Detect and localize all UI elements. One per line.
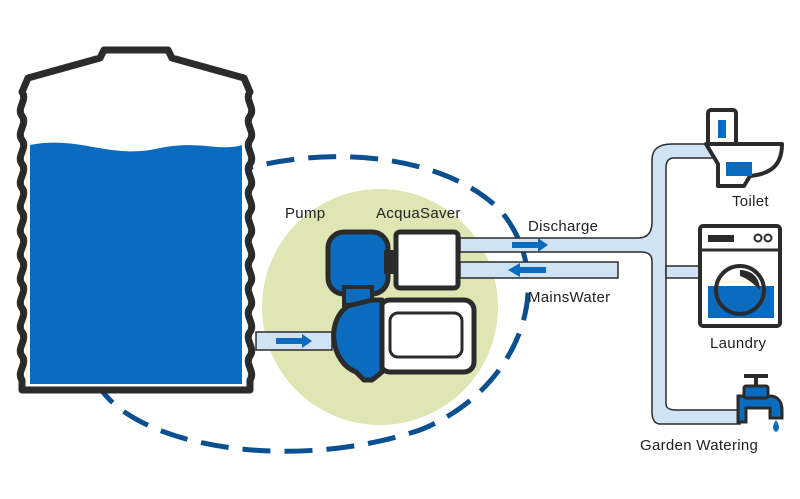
mains-water-pipe <box>459 261 619 279</box>
mains-arrow-icon <box>508 263 546 277</box>
tank-to-pump-pipe <box>255 331 333 351</box>
toilet-icon <box>704 108 784 188</box>
garden-watering-label: Garden Watering <box>640 437 759 454</box>
toilet-label: Toilet <box>732 193 769 210</box>
mains-water-label: MainsWater <box>528 289 611 306</box>
inflow-arrow-icon <box>276 334 312 348</box>
discharge-arrow-icon <box>512 238 548 252</box>
laundry-label: Laundry <box>710 335 767 352</box>
acquasaver-icon <box>384 229 461 291</box>
pump-icon <box>325 229 477 383</box>
water-tank-icon <box>16 46 256 394</box>
dashed-loop <box>78 154 531 454</box>
garden-tap-icon <box>736 374 784 432</box>
acquasaver-label: AcquaSaver <box>376 205 461 222</box>
washing-machine-icon <box>698 224 782 328</box>
discharge-pipe <box>459 143 741 425</box>
pump-label: Pump <box>285 205 326 222</box>
discharge-label: Discharge <box>528 218 599 235</box>
